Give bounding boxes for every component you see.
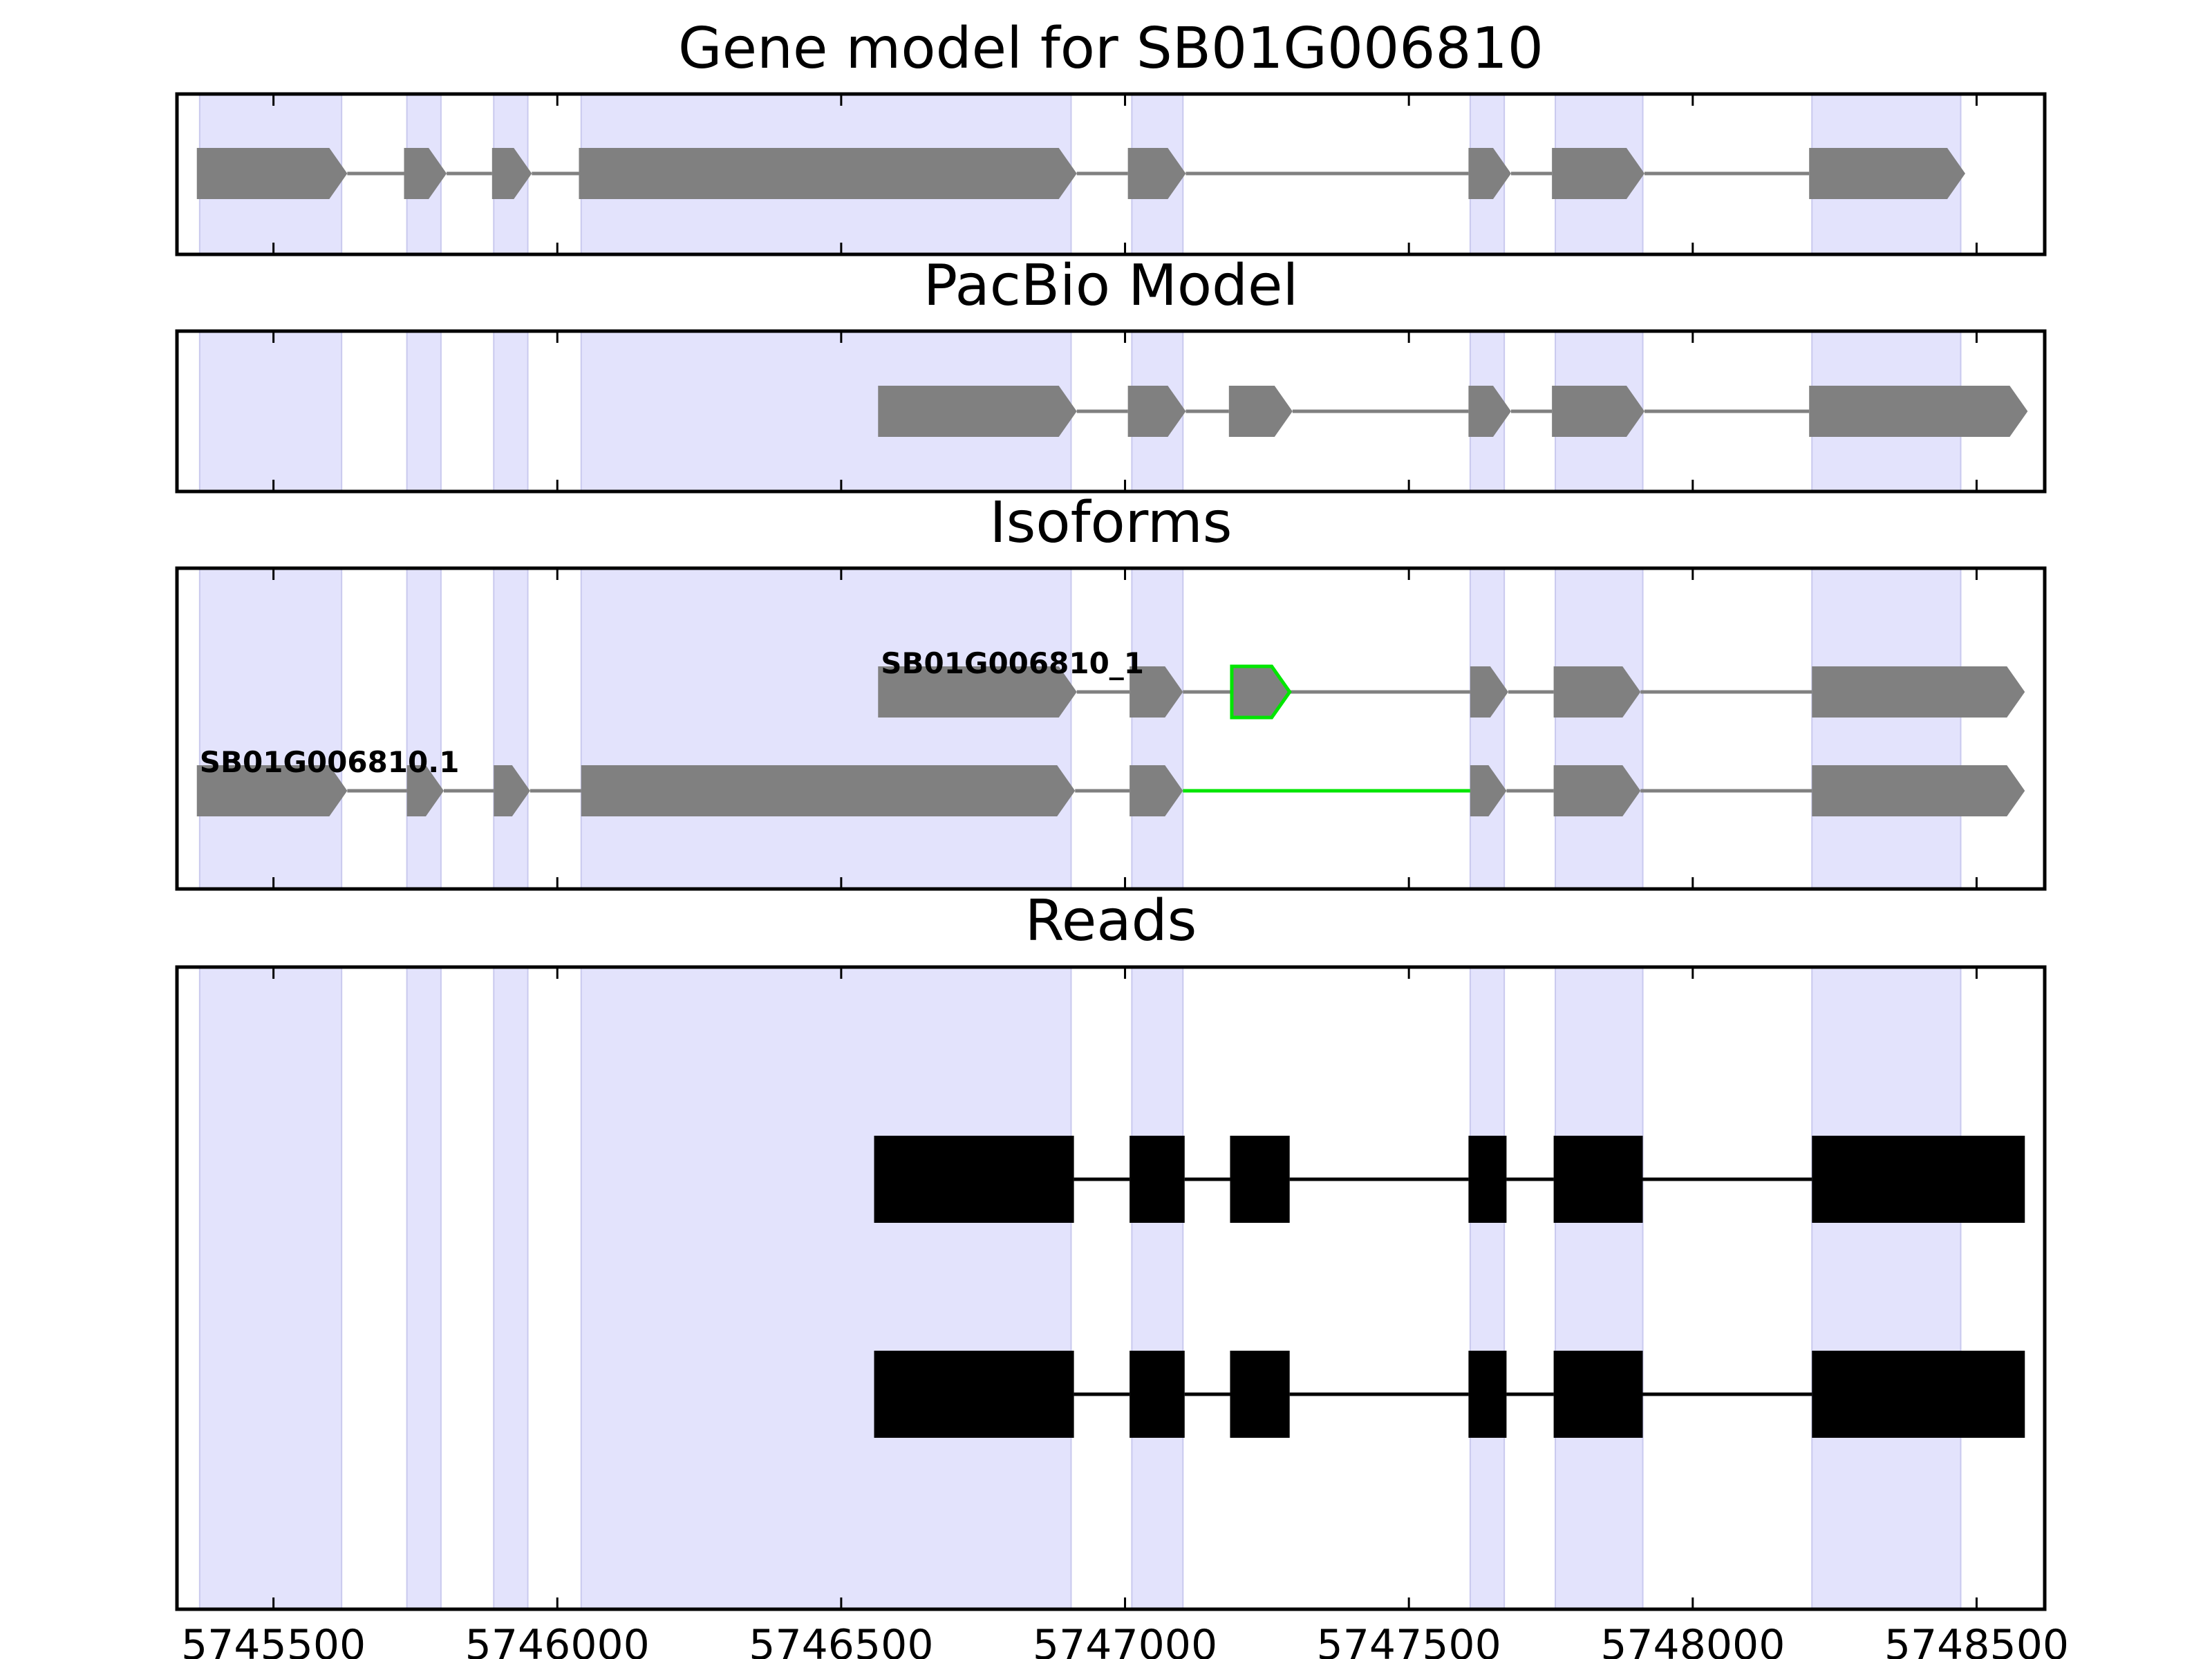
panel-frame (175, 92, 2047, 256)
exon (1228, 386, 1293, 437)
exon (1553, 666, 1641, 718)
highlight-region (493, 966, 529, 1610)
track-title: PacBio Model (924, 253, 1299, 319)
panel-frame (175, 329, 2047, 494)
track-panel: Reads (175, 888, 2047, 1611)
x-tick-label: 5746000 (465, 1621, 650, 1659)
isoform-label: SB01G006810.1 (200, 745, 460, 779)
isoform-label: SB01G006810_1 (881, 646, 1144, 680)
highlight-region (406, 330, 442, 492)
exon (1468, 148, 1511, 199)
highlight-region (1131, 966, 1184, 1610)
highlight-region (1555, 966, 1644, 1610)
exon (581, 765, 1076, 816)
panel-frame (175, 965, 2047, 1611)
read-block (1553, 1351, 1643, 1438)
read-block (1812, 1351, 2025, 1438)
exon (196, 765, 348, 816)
exon (1552, 148, 1644, 199)
exon (406, 765, 444, 816)
exon (878, 666, 1077, 718)
exon (1130, 666, 1183, 718)
exon (1468, 386, 1511, 437)
read-block (1812, 1136, 2025, 1223)
x-tick-label: 5747000 (1033, 1621, 1217, 1659)
exon (404, 148, 447, 199)
exon (491, 148, 532, 199)
track-title: Isoforms (990, 490, 1232, 556)
read-block (874, 1351, 1074, 1438)
x-tick-label: 5745500 (181, 1621, 366, 1659)
exon (1812, 666, 2025, 718)
highlight-region (198, 568, 343, 890)
panel-frame (175, 566, 2047, 891)
read-block (1468, 1351, 1507, 1438)
exon (1809, 386, 2028, 437)
read-block (1553, 1136, 1643, 1223)
highlight-region (198, 330, 343, 492)
read-block (874, 1136, 1074, 1223)
exon (196, 148, 348, 199)
read-block (1130, 1351, 1185, 1438)
exon (1812, 765, 2025, 816)
x-tick-label: 5746500 (749, 1621, 933, 1659)
read-block (1230, 1351, 1290, 1438)
read-block (1230, 1136, 1290, 1223)
highlight-region (406, 966, 442, 1610)
highlight-region (493, 568, 529, 890)
track-panel: Gene model for SB01G006810 (175, 16, 2047, 256)
exon (1809, 148, 1966, 199)
x-tick-label: 5747500 (1317, 1621, 1501, 1659)
highlight-region (1811, 966, 1962, 1610)
exon (878, 386, 1077, 437)
highlight-region (1131, 568, 1184, 890)
x-tick-label: 5748000 (1600, 1621, 1785, 1659)
x-tick-label: 5748500 (1884, 1621, 2069, 1659)
highlight-region (580, 568, 1072, 890)
highlight-region (1469, 568, 1506, 890)
exon (1552, 386, 1644, 437)
exon (494, 765, 530, 816)
exon (1127, 386, 1186, 437)
highlight-region (406, 568, 442, 890)
track-title: Gene model for SB01G006810 (678, 16, 1544, 82)
highlight-region (493, 330, 529, 492)
exon (1470, 765, 1507, 816)
exon (1130, 765, 1183, 816)
highlight-region (1469, 966, 1506, 1610)
exon (1553, 765, 1641, 816)
exon (1127, 148, 1186, 199)
highlight-region (198, 966, 343, 1610)
read-block (1468, 1136, 1507, 1223)
highlight-region (1811, 568, 1962, 890)
exon (1470, 666, 1508, 718)
exon (579, 148, 1077, 199)
alt-exon (1230, 664, 1292, 720)
highlight-region (1555, 568, 1644, 890)
highlight-region (580, 966, 1072, 1610)
track-title: Reads (1025, 888, 1197, 954)
read-block (1130, 1136, 1185, 1223)
track-panel: PacBio Model (175, 253, 2047, 494)
